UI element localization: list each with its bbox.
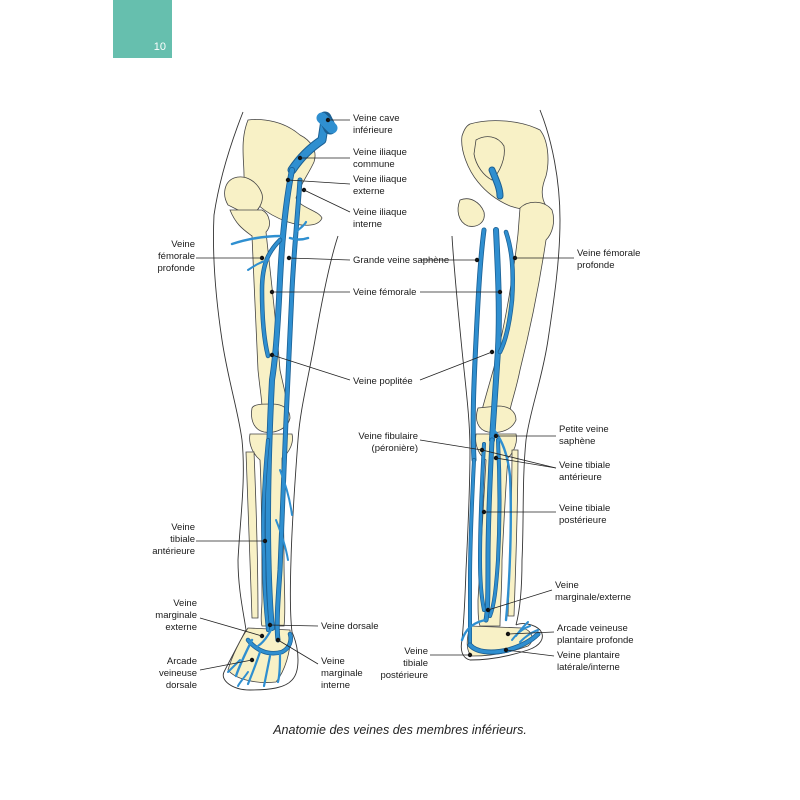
anterior-veins: [227, 111, 338, 688]
label-dorsale: Veine dorsale: [321, 621, 379, 632]
label-tibiale-anterieure-1: Veine: [171, 522, 195, 533]
label-fibulaire-1: Veine fibulaire: [358, 431, 418, 442]
label-femorale-profonde-3: profonde: [157, 263, 195, 274]
label-poplitee: Veine poplitée: [353, 376, 413, 387]
label-femorale: Veine fémorale: [353, 287, 416, 298]
figure-caption: Anatomie des veines des membres inférieu…: [273, 723, 527, 737]
label-back-tibiale-anterieure-1: Veine tibiale: [559, 460, 610, 471]
label-iliaque-interne-1: Veine iliaque: [353, 207, 407, 218]
label-back-tibiale-posterieure-1: Veine tibiale: [559, 503, 610, 514]
anterior-labels: Veine cave inférieure Veine iliaque comm…: [152, 113, 449, 691]
anterior-leg-outline: [213, 111, 339, 633]
label-back-tibiale-foot-2: tibiale: [403, 658, 428, 669]
label-back-tibiale-posterieure-2: postérieure: [559, 515, 607, 526]
posterior-veins: [460, 166, 541, 655]
label-petite-saphene-2: saphène: [559, 436, 595, 447]
posterior-sacrum: [473, 136, 505, 181]
posterior-femur: [481, 201, 554, 411]
label-back-tibiale-foot-1: Veine: [404, 646, 428, 657]
label-iliaque-externe-1: Veine iliaque: [353, 174, 407, 185]
page-number: 10: [153, 41, 166, 53]
label-back-tibiale-foot-3: postérieure: [380, 670, 428, 681]
label-iliaque-commune-1: Veine iliaque: [353, 147, 407, 158]
label-tibiale-anterieure-3: antérieure: [152, 546, 195, 557]
posterior-view: Veine fémorale profonde Veine fibulaire …: [358, 109, 640, 681]
label-arcade-dorsale-3: dorsale: [166, 680, 197, 691]
label-iliaque-externe-2: externe: [353, 186, 385, 197]
label-marginale-interne-2: marginale: [321, 668, 363, 679]
posterior-labels: Veine fémorale profonde Veine fibulaire …: [358, 248, 640, 681]
anterior-leaders: [196, 119, 351, 671]
anterior-fibula: [245, 451, 259, 619]
label-arcade-plantaire-1: Arcade veineuse: [557, 623, 628, 634]
label-fibulaire-2: (péronière): [372, 443, 418, 454]
label-arcade-dorsale-2: veineuse: [159, 668, 197, 679]
label-marginale-externe-2: marginale: [155, 610, 197, 621]
label-tibiale-anterieure-2: tibiale: [170, 534, 195, 545]
label-arcade-dorsale-1: Arcade: [167, 656, 197, 667]
label-back-femorale-profonde-1: Veine fémorale: [577, 248, 640, 259]
label-marginale-interne-1: Veine: [321, 656, 345, 667]
label-plantaire-2: latérale/interne: [557, 662, 620, 673]
page-number-tab: 10: [113, 0, 172, 58]
label-veine-cave-2: inférieure: [353, 125, 393, 136]
label-petite-saphene-1: Petite veine: [559, 424, 609, 435]
anterior-foot-outline: [222, 629, 299, 691]
label-veine-cave-1: Veine cave: [353, 113, 399, 124]
label-iliaque-interne-2: interne: [353, 219, 382, 230]
label-back-marginale-2: marginale/externe: [555, 592, 631, 603]
label-arcade-plantaire-2: plantaire profonde: [557, 635, 634, 646]
label-back-tibiale-anterieure-2: antérieure: [559, 472, 602, 483]
posterior-pelvis: [461, 120, 549, 211]
label-marginale-interne-3: interne: [321, 680, 350, 691]
label-femorale-profonde-2: fémorale: [158, 251, 195, 262]
label-iliaque-commune-2: commune: [353, 159, 395, 170]
anterior-femur-head: [224, 176, 263, 217]
label-plantaire-1: Veine plantaire: [557, 650, 620, 661]
anterior-view: Veine cave inférieure Veine iliaque comm…: [152, 111, 449, 691]
label-back-marginale-1: Veine: [555, 580, 579, 591]
label-back-femorale-profonde-2: profonde: [577, 260, 615, 271]
posterior-leaders: [419, 257, 574, 657]
label-grande-saphene: Grande veine saphène: [353, 255, 449, 266]
posterior-foot-outline: [460, 623, 543, 661]
posterior-leg-outline: [451, 109, 561, 641]
label-femorale-profonde-1: Veine: [171, 239, 195, 250]
label-marginale-externe-3: externe: [165, 622, 197, 633]
label-marginale-externe-1: Veine: [173, 598, 197, 609]
posterior-ischium: [457, 198, 485, 227]
